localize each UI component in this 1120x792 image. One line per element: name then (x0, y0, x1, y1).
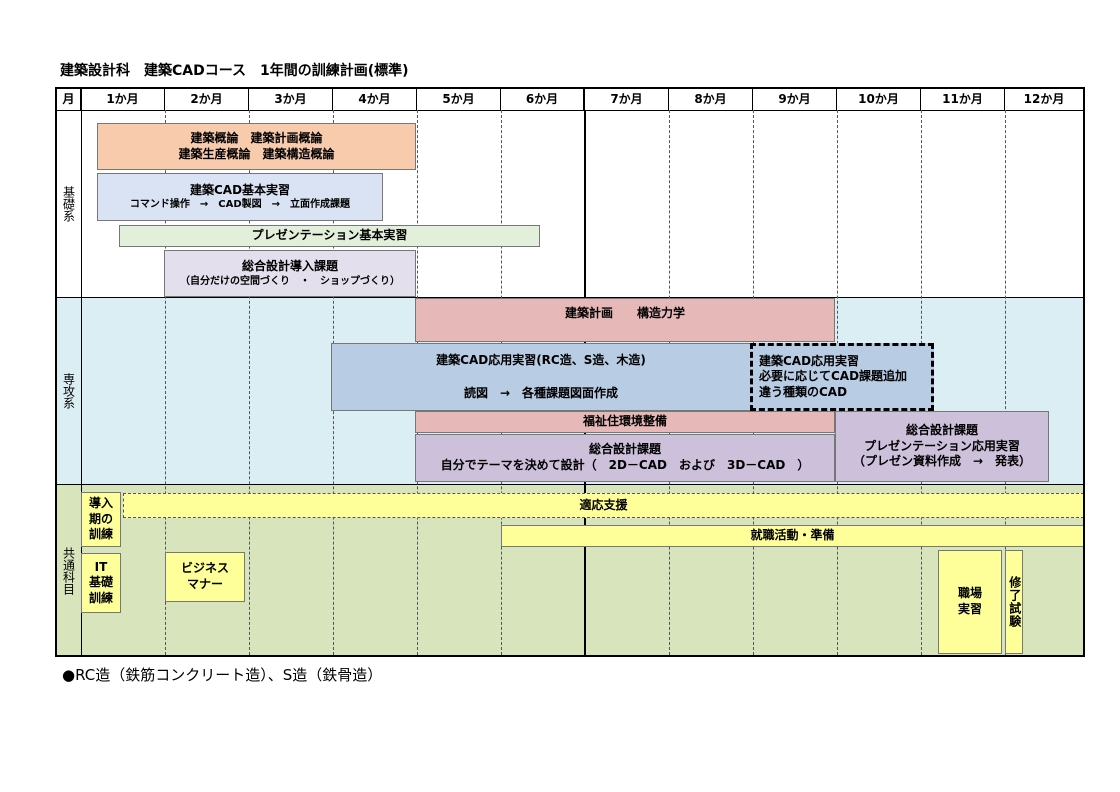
bar-business-manners: ビジネス マナー (165, 552, 245, 602)
month-9: 9か月 (753, 89, 837, 110)
page-title: 建築設計科 建築CADコース 1年間の訓練計画(標準) (60, 63, 409, 79)
category-basic-label: 基礎系 (61, 186, 76, 222)
bar-design-intro-project: 総合設計導入課題 （自分だけの空間づくり ・ ショップづくり） (164, 250, 416, 297)
bar-adaptation-support: 適応支援 (123, 493, 1083, 518)
month-8: 8か月 (669, 89, 753, 110)
bar-cad-applied-extra: 建築CAD応用実習 必要に応じてCAD課題追加 違う種類のCAD (750, 343, 934, 411)
bar-intro-training: 導入 期の 訓練 (81, 492, 121, 547)
bar-comprehensive-design: 総合設計課題 自分でテーマを決めて設計（ 2D－CAD および 3D－CAD ） (415, 434, 835, 482)
bar-workplace-practice: 職場 実習 (938, 550, 1002, 654)
category-common-label: 共通科目 (61, 547, 76, 595)
bar-cad-applied-practice: 建築CAD応用実習(RC造、S造、木造) 読図 → 各種課題図面作成 (331, 343, 751, 411)
header-corner: 月 (57, 89, 81, 110)
header-divider (57, 110, 1083, 111)
month-7: 7か月 (585, 89, 669, 110)
header-row: 月 1か月 2か月 3か月 4か月 5か月 6か月 7か月 8か月 9か月 10… (57, 89, 1083, 110)
grid-line (249, 110, 250, 655)
bar-architecture-overview: 建築概論 建築計画概論 建築生産概論 建築構造概論 (97, 123, 416, 170)
category-major-label: 専攻系 (61, 373, 76, 409)
bar-job-hunting: 就職活動・準備 (501, 525, 1083, 547)
month-1: 1か月 (81, 89, 165, 110)
footnote: ●RC造（鉄筋コンクリート造）、S造（鉄骨造） (62, 666, 383, 684)
category-column-divider (81, 89, 82, 655)
grid-line (165, 110, 166, 655)
major-common-divider (57, 484, 1083, 485)
training-schedule-chart: 月 1か月 2か月 3か月 4か月 5か月 6か月 7か月 8か月 9か月 10… (55, 87, 1085, 657)
bar-design-presentation-applied: 総合設計課題 プレゼンテーション応用実習 （プレゼン資料作成 → 発表） (835, 411, 1049, 482)
bar-cad-basic-practice: 建築CAD基本実習 コマンド操作 → CAD製図 → 立面作成課題 (97, 173, 383, 221)
month-3: 3か月 (249, 89, 333, 110)
grid-line (1005, 110, 1006, 655)
month-2: 2か月 (165, 89, 249, 110)
month-6: 6か月 (501, 89, 585, 110)
month-12: 12か月 (1023, 92, 1065, 106)
basic-major-divider (57, 297, 1083, 298)
bar-welfare-housing: 福祉住環境整備 (415, 411, 835, 433)
bar-presentation-basic: プレゼンテーション基本実習 (119, 225, 540, 247)
month-10: 10か月 (837, 89, 921, 110)
month-11: 11か月 (921, 89, 1005, 110)
month-4: 4か月 (333, 89, 417, 110)
bar-planning-structure: 建築計画 構造力学 (415, 298, 835, 342)
month-5: 5か月 (417, 89, 501, 110)
bar-completion-exam: 修了試験 (1005, 550, 1023, 654)
bar-it-basic-training: IT 基礎 訓練 (81, 553, 121, 613)
